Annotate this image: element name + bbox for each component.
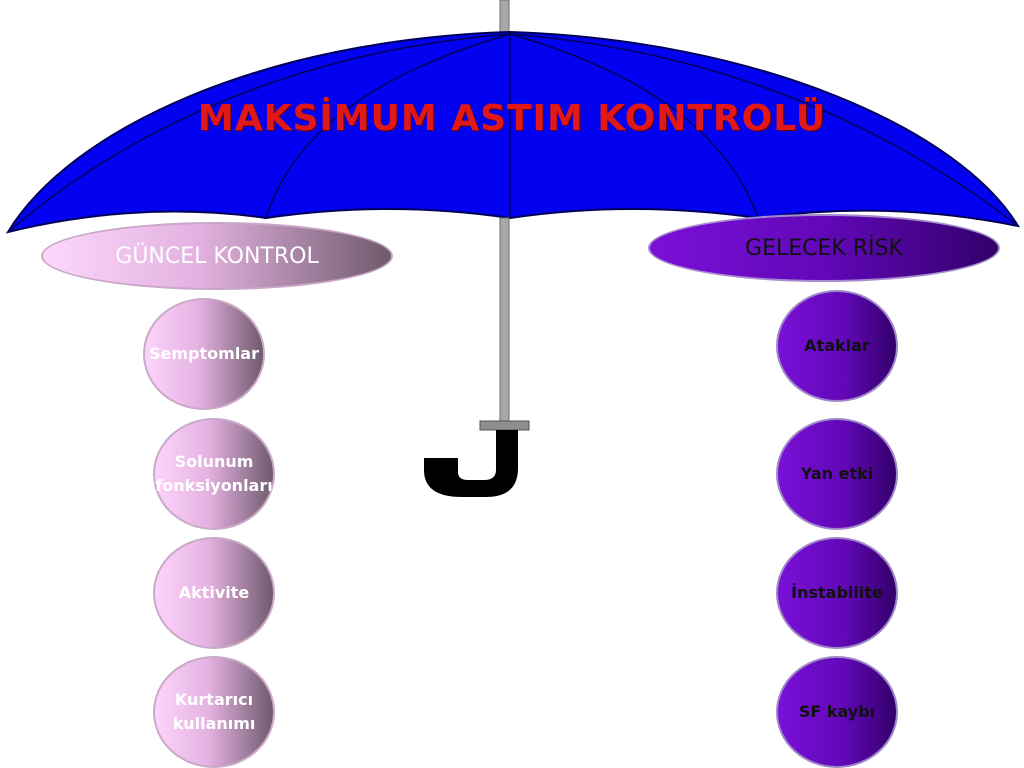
right-node-instability: İnstabilite [776,537,898,649]
right-node-label: SF kaybı [798,702,876,721]
umbrella-canopy [5,30,1021,234]
umbrella-ribs [7,33,1019,233]
future-risk-heading: GELECEK RİSK [648,214,1000,282]
umbrella-collar [479,420,530,431]
right-node-label: Yan etki [800,464,874,483]
current-control-heading: GÜNCEL KONTROL [41,222,393,290]
current-control-heading-label: GÜNCEL KONTROL [115,243,319,269]
left-node-label: Aktivite [178,583,250,602]
left-node-label: Solunum fonksiyonları [155,452,273,495]
left-node-lung-function: Solunum fonksiyonları [153,418,275,530]
right-node-attacks: Ataklar [776,290,898,402]
left-node-label: Kurtarıcı kullanımı [172,690,256,733]
left-node-reliever-use: Kurtarıcı kullanımı [153,656,275,768]
right-node-label: Ataklar [804,336,870,355]
left-node-label: Semptomlar [149,344,259,363]
left-node-activity: Aktivite [153,537,275,649]
left-node-symptoms: Semptomlar [143,298,265,410]
right-node-label: İnstabilite [791,583,883,602]
umbrella-shaft [499,217,510,424]
umbrella-handle [424,430,518,497]
page-title: MAKSİMUM ASTIM KONTROLÜ [197,98,827,139]
future-risk-heading-label: GELECEK RİSK [745,235,903,261]
right-node-lung-function-loss: SF kaybı [776,656,898,768]
right-node-side-effect: Yan etki [776,418,898,530]
